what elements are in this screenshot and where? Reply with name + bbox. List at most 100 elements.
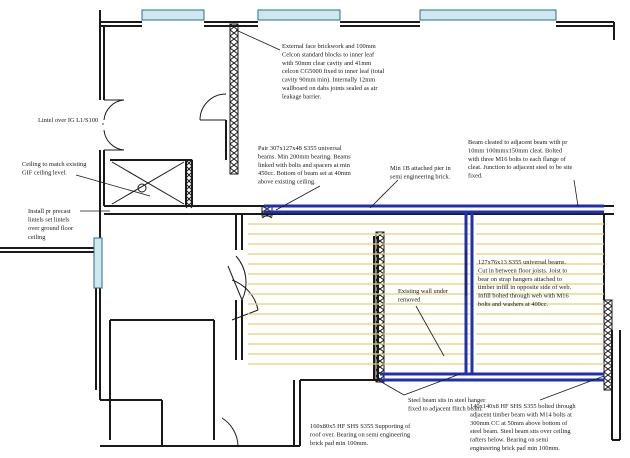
door-swings: [103, 93, 259, 447]
hatch-line: [185, 189, 193, 197]
hatch-line: [229, 53, 239, 61]
note-line: Ceiling to match existing: [22, 161, 87, 168]
note-line: Lintel over IG L1/S100: [38, 117, 98, 124]
hatch-line: [375, 363, 385, 371]
hatch-line: [229, 143, 239, 151]
walls: [0, 10, 621, 447]
note-line: steel beam. Steel beam sits over ceiling: [470, 428, 571, 435]
hatch-line: [375, 249, 385, 257]
hatch-line: [229, 83, 239, 91]
leader-line: [275, 185, 321, 211]
note-line: with 50mm clear cavity and 41mm: [282, 60, 371, 67]
hatch-line: [375, 291, 385, 299]
note-line: adjacent timber beam with M14 bolts at: [470, 411, 572, 418]
leader-lines: [75, 29, 605, 401]
hatch-line: [603, 341, 613, 349]
hatch-line: [603, 383, 613, 391]
leader-line: [75, 174, 151, 197]
hatch-line: [229, 29, 239, 37]
leader-line: [403, 373, 461, 396]
hatch-line: [229, 149, 239, 157]
note-line: beams. Min 200mm bearing. Beams: [258, 153, 351, 160]
hatch-line: [603, 299, 613, 307]
hatch-line: [185, 201, 193, 209]
hatch-line: [603, 371, 613, 379]
note-line: Celcon standard blocks to inner leaf: [282, 51, 375, 58]
hatch-line: [185, 195, 193, 203]
hatch-line: [229, 161, 239, 169]
hatch-line: [229, 77, 239, 85]
leader-line: [235, 29, 281, 51]
hatch-line: [185, 183, 193, 191]
note-line: linked with bolts and spacers at min: [258, 162, 351, 169]
hatch-line: [229, 65, 239, 73]
hatch-line: [229, 107, 239, 115]
hatch-line: [375, 279, 385, 287]
hatch-line: [375, 351, 385, 359]
note-line: with three M16 bolts to each flange of: [468, 156, 567, 163]
note-line: brick pad min 100mm.: [310, 440, 369, 447]
note-line: 450cc. Bottom of beam set at 40mm: [258, 170, 351, 177]
note-line: cleat. Junction to adjacent steel to be …: [468, 164, 573, 171]
note-line: Beam cleated to adjacent beam with pr: [468, 139, 568, 146]
note-beams-127: 127x76x13 S355 universal beams.Cut in be…: [478, 259, 572, 308]
note-line: fixed.: [468, 173, 483, 180]
hatch-line: [375, 315, 385, 323]
hatch-line: [229, 125, 239, 133]
hatch-line: [229, 47, 239, 55]
note-line: rafters below. Bearing on semi: [470, 437, 548, 444]
note-lintel: Lintel over IG L1/S100: [38, 117, 98, 124]
hatch-line: [229, 71, 239, 79]
note-line: GIF ceiling level.: [22, 170, 67, 177]
hatch-line: [603, 353, 613, 361]
note-line: roof over. Bearing on semi engineering: [310, 431, 411, 438]
note-line: lintels set lintels: [28, 217, 70, 224]
hatch-line: [185, 165, 193, 173]
hatch-line: [375, 231, 385, 239]
hatch-line: [375, 297, 385, 305]
hatch-line: [229, 119, 239, 127]
leader-line: [369, 179, 399, 209]
hatch-line: [229, 23, 239, 31]
hatch-line: [375, 339, 385, 347]
note-line: bear on strap hangers attached to: [478, 276, 562, 283]
note-line: removed: [398, 296, 421, 303]
hatch-line: [375, 273, 385, 281]
hatch-line: [603, 323, 613, 331]
note-line: Steel beam sits in steel hanger: [408, 397, 486, 404]
hatch-line: [375, 303, 385, 311]
hatch-line: [375, 261, 385, 269]
pier-hatch: [375, 231, 385, 383]
hatch-line: [185, 171, 193, 179]
hatch-line: [229, 137, 239, 145]
note-line: Min 1B attached pier in: [390, 165, 452, 172]
leader-line: [539, 375, 605, 401]
note-line: Install pr precast: [28, 208, 71, 215]
pier-hatch: [229, 23, 239, 175]
note-line: over ground floor: [28, 225, 74, 232]
hatch-line: [603, 305, 613, 313]
hatch-line: [375, 267, 385, 275]
hatch-line: [603, 335, 613, 343]
note-line: 160x80x5 HF SHS S355 Supporting of: [310, 423, 411, 430]
hatch-line: [229, 155, 239, 163]
hatch-line: [603, 377, 613, 385]
note-line: ceiling: [28, 234, 46, 241]
hatch-line: [375, 321, 385, 329]
note-line: cavity 90mm min). Internally 12mm: [282, 77, 375, 84]
windows: [93, 9, 557, 289]
shower-tray: [111, 161, 185, 205]
note-line: Infill bolted through web with M16: [478, 293, 569, 300]
leader-line: [415, 305, 445, 357]
hatch-line: [229, 89, 239, 97]
hatch-line: [375, 237, 385, 245]
note-line: timber infill in opposite side of web.: [478, 284, 572, 291]
note-line: Existing wall under: [398, 288, 449, 295]
